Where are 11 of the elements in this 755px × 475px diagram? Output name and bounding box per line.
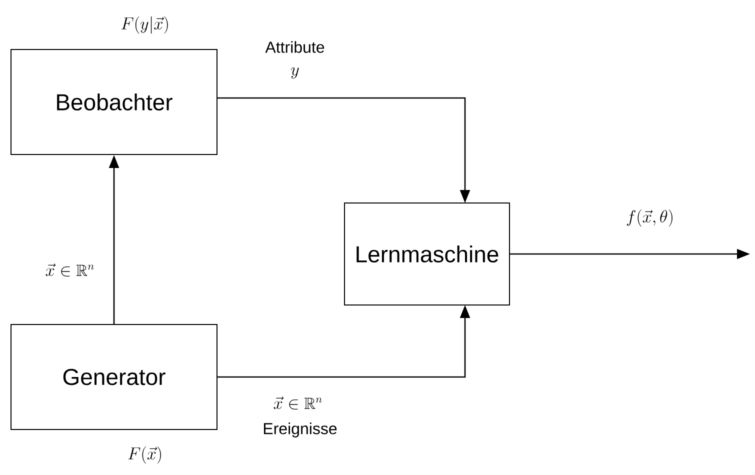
text-label: Ereignisse	[264, 422, 337, 438]
edge-label: $f(\vec{x},\theta)$	[626, 209, 672, 227]
process-box: Generator	[10, 324, 218, 430]
formula-label: $F(y|\vec{x})$	[121, 16, 168, 34]
process-box: Lernmaschine	[344, 202, 510, 306]
process-box: Beobachter	[10, 49, 218, 155]
formula-label: $F(\vec{x})$	[128, 446, 161, 464]
formula-label: $y$	[291, 67, 299, 79]
edge-label: $\vec{x}\in\mathbb{R}^n$	[46, 264, 94, 277]
edge-label: $\vec{x}\in\mathbb{R}^n$	[274, 396, 322, 410]
edge-label: Attribute	[265, 41, 324, 53]
